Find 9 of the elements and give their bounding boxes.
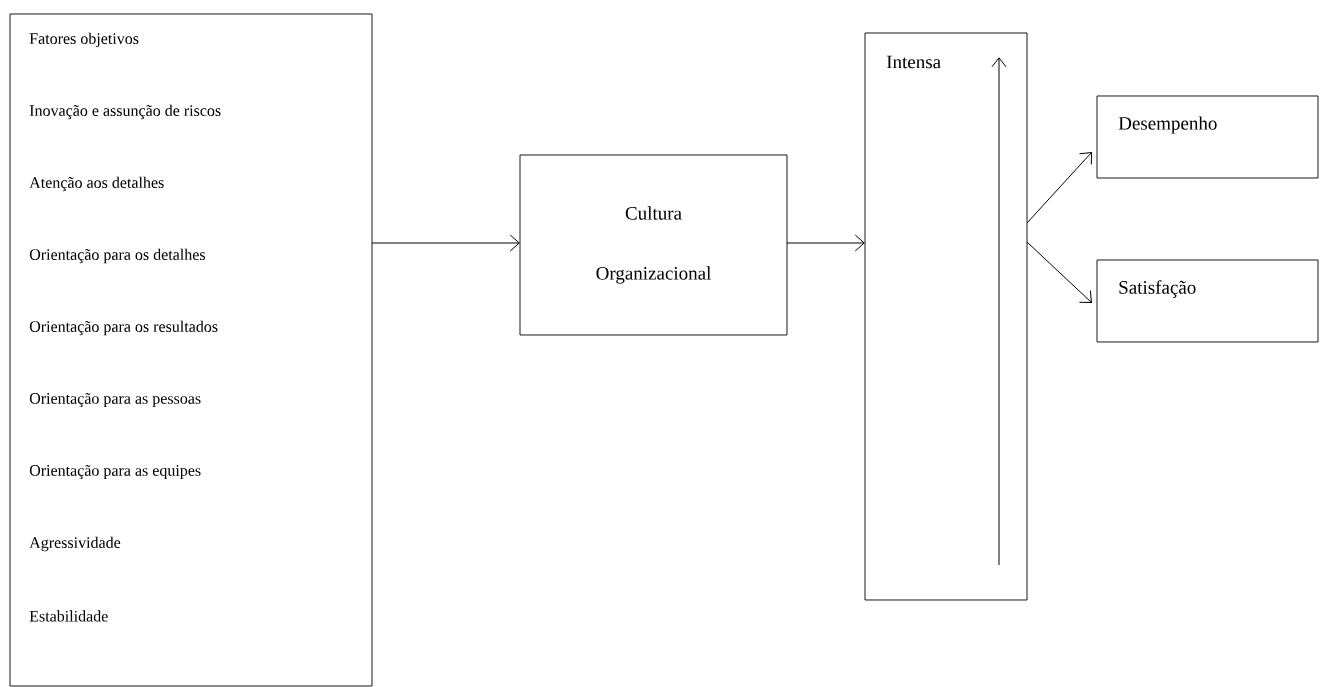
arrow	[786, 234, 865, 252]
factor-list-box: Fatores objetivos Inovação e assunção de riscos Atenção aos detalhes Orientação para os detalhes Orientação para os resultados Orientação para as pessoas Orientação para as equipes Agressividade Estabilidade	[9, 13, 373, 687]
process-box: Cultura Organizacional	[519, 154, 788, 336]
result-box: Desempenho	[1096, 95, 1319, 179]
result-box: Satisfação	[1096, 259, 1319, 343]
intensity-box: Intensa	[864, 32, 1028, 601]
arrow	[371, 234, 520, 252]
arrow	[1026, 241, 1092, 303]
arrow	[1026, 152, 1092, 224]
